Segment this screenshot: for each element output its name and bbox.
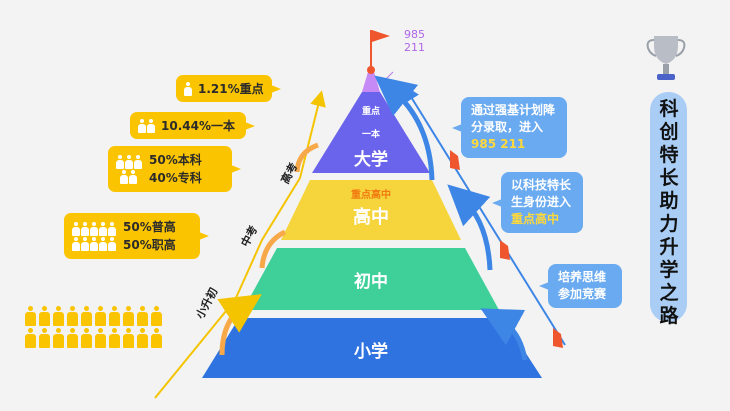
path-text: 通过强基计划降分录取，进入: [471, 103, 556, 134]
person-icon: [184, 81, 192, 96]
title-pill: [650, 92, 687, 322]
rocket-icon: [450, 150, 563, 348]
primary-school-label: 小学: [354, 342, 388, 362]
level-primary-school: [202, 318, 542, 378]
stat-text: 50%普高: [123, 220, 176, 234]
path-bubble-high: 以科技特长生身份进入重点高中: [492, 172, 583, 233]
university-label: 大学: [354, 150, 388, 170]
stat-bubble: 50%普高 50%职高: [64, 213, 209, 259]
level-high-school: [281, 180, 461, 240]
flag-icon: [367, 30, 390, 74]
person-icon: [116, 154, 143, 184]
person-icon: [138, 118, 155, 133]
level-university: [312, 92, 430, 173]
path-highlight: 985 211: [471, 137, 526, 151]
path-text: 培养思维参加竞赛: [558, 270, 607, 301]
arrow-up-icon: [480, 308, 528, 361]
arrow-up-icon: [259, 229, 287, 269]
crowd-icon: [25, 306, 165, 348]
university-sub1: 重点: [361, 107, 381, 117]
path-text: 以科技特长生身份进入: [511, 178, 572, 209]
university-sub2: 一本: [361, 130, 381, 140]
high-school-label: 高中: [353, 207, 389, 228]
stat-text: 40%专科: [149, 171, 202, 185]
page-title: 科创特长助力升学之路: [659, 98, 679, 327]
peak-label: 985 211: [404, 28, 425, 54]
stat-bubble: 1.21%重点: [176, 75, 281, 102]
key-high-label: 重点高中: [351, 190, 391, 201]
stat-text: 50%本科: [149, 153, 202, 167]
level-middle-school: [243, 248, 499, 310]
stat-bubble: 50%本科 40%专科: [108, 146, 241, 192]
stat-text: 1.21%重点: [198, 82, 264, 96]
person-icon: [72, 221, 117, 251]
rocket-track: [403, 85, 566, 346]
middle-school-label: 初中: [354, 272, 388, 292]
arrow-up-icon: [447, 184, 493, 271]
path-bubble-competition: 培养思维参加竞赛: [539, 264, 622, 308]
peak-985: 985: [404, 28, 425, 41]
stat-text: 50%职高: [123, 238, 176, 252]
peak-211: 211: [404, 41, 425, 54]
path-highlight: 重点高中: [511, 212, 560, 226]
stat-bubble: 10.44%一本: [130, 112, 255, 139]
arrow-up-icon: [374, 75, 435, 181]
arrow-up-icon: [217, 294, 262, 356]
path-bubble-985: 通过强基计划降分录取，进入 985 211: [452, 97, 567, 158]
trophy-icon: [646, 36, 686, 80]
stat-text: 10.44%一本: [161, 119, 235, 133]
arrow-up-icon: [294, 142, 319, 173]
